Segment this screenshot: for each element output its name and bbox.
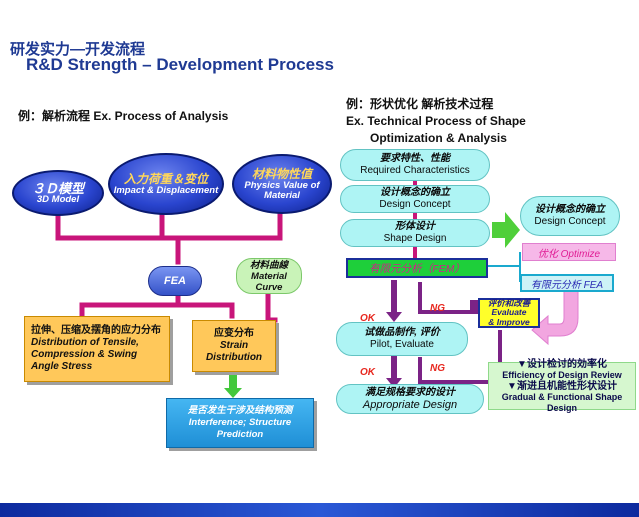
step1-en: Required Characteristics xyxy=(360,165,470,176)
pilot-en: Pilot, Evaluate xyxy=(370,339,434,350)
step-appropriate-design: 满足规格要求的设计 Appropriate Design xyxy=(336,384,484,414)
side-concept-en: Design Concept xyxy=(534,216,606,227)
review-line1: ▼设计检讨的効率化 xyxy=(517,358,607,370)
strain-distribution-en: Strain Distribution xyxy=(205,340,263,363)
side-fea-box: 有限元分析 FEA xyxy=(520,274,614,292)
step2-en: Design Concept xyxy=(379,199,451,210)
appropriate-cn: 满足规格要求的设计 xyxy=(365,387,455,398)
stress-distribution-cn: 拉伸、压缩及摆角的应力分布 xyxy=(31,325,161,336)
step-pilot-evaluate: 试做品制作, 评价 Pilot, Evaluate xyxy=(336,322,468,356)
review-line4: Gradual & Functional Shape Design xyxy=(501,391,623,413)
evaluate-en1: Evaluate xyxy=(491,307,527,318)
ng-label-2: NG xyxy=(430,363,445,374)
strain-distribution-box: 应变分布 Strain Distribution xyxy=(192,320,276,372)
review-line2: Efficiency of Design Review xyxy=(502,369,622,380)
step3-en: Shape Design xyxy=(383,233,447,244)
footer-band xyxy=(0,503,639,517)
appropriate-en: Appropriate Design xyxy=(362,399,458,411)
material-curve-cn: 材料曲線 xyxy=(249,259,288,271)
evaluate-improve-box: 评价和改善 Evaluate & Improve xyxy=(478,298,540,328)
step1-cn: 要求特性、性能 xyxy=(380,153,450,164)
oval-impact-en: Impact & Displacement xyxy=(113,184,219,196)
interference-cn: 是否发生干涉及结构预测 xyxy=(187,405,293,416)
strain-distribution-cn: 应变分布 xyxy=(214,328,254,339)
right-section-title-line1: 例：形状优化 解析技术过程 xyxy=(346,97,494,111)
fem-label: 有限元分析（FEM） xyxy=(369,262,465,275)
left-section-title: 例：解析流程 Ex. Process of Analysis xyxy=(18,109,229,123)
side-concept-cn: 设计概念的确立 xyxy=(535,204,605,215)
oval-physics-value: 材料物性值 Physics Value of Material xyxy=(232,154,332,214)
interference-prediction-box: 是否发生干涉及结构预测 Interference; Structure Pred… xyxy=(166,398,314,448)
stress-distribution-en: Distribution of Tensile, Compression & S… xyxy=(31,337,139,372)
stress-distribution-box: 拉伸、压缩及摆角的应力分布 Distribution of Tensile, C… xyxy=(24,316,170,382)
interference-en: Interference; Structure Prediction xyxy=(188,417,292,440)
material-curve-en: Material Curve xyxy=(251,270,287,293)
oval-3d-model: ３Ｄ模型 3D Model xyxy=(12,170,104,216)
ok-label-1: OK xyxy=(360,313,375,324)
ok-label-2: OK xyxy=(360,367,375,378)
review-line3: ▼渐进且机能性形状设计 xyxy=(507,380,617,392)
evaluate-cn: 评价和改善 xyxy=(487,297,531,308)
optimize-label: 优化 Optimize xyxy=(537,248,601,260)
title-english: R&D Strength – Development Process xyxy=(26,55,334,74)
evaluate-en2: & Improve xyxy=(488,316,530,327)
oval-physics-cn: 材料物性值 xyxy=(251,166,312,181)
design-review-benefits-box: ▼设计检讨的効率化 Efficiency of Design Review ▼渐… xyxy=(488,358,636,413)
fea-label: FEA xyxy=(164,275,186,287)
material-curve-node: 材料曲線 Material Curve xyxy=(236,258,302,294)
pilot-cn: 试做品制作, 评价 xyxy=(364,327,440,338)
right-section-title-line2: Ex. Technical Process of Shape xyxy=(346,114,526,128)
step-design-concept: 设计概念的确立 Design Concept xyxy=(340,185,490,213)
oval-3d-model-en: 3D Model xyxy=(36,193,80,205)
step-shape-design: 形体设计 Shape Design xyxy=(340,219,490,247)
optimize-box: 优化 Optimize xyxy=(522,243,616,261)
side-fea-label: 有限元分析 FEA xyxy=(530,279,604,291)
ng-label-1: NG xyxy=(430,303,445,314)
right-section-title-line3: Optimization & Analysis xyxy=(370,131,507,145)
fea-node: FEA xyxy=(148,266,202,296)
oval-impact-displacement: 入力荷重＆变位 Impact & Displacement xyxy=(108,153,224,215)
side-design-concept: 设计概念的确立 Design Concept xyxy=(520,196,620,236)
fem-analysis-bar: 有限元分析（FEM） xyxy=(346,258,488,278)
step-required-characteristics: 要求特性、性能 Required Characteristics xyxy=(340,149,490,181)
title-chinese: 研发实力—开发流程 xyxy=(10,41,146,58)
oval-impact-cn: 入力荷重＆变位 xyxy=(123,171,208,186)
step3-cn: 形体设计 xyxy=(395,221,435,232)
oval-physics-en: Physics Value of Material xyxy=(244,179,320,201)
step2-cn: 设计概念的确立 xyxy=(380,187,450,198)
oval-3d-model-cn: ３Ｄ模型 xyxy=(31,180,84,196)
